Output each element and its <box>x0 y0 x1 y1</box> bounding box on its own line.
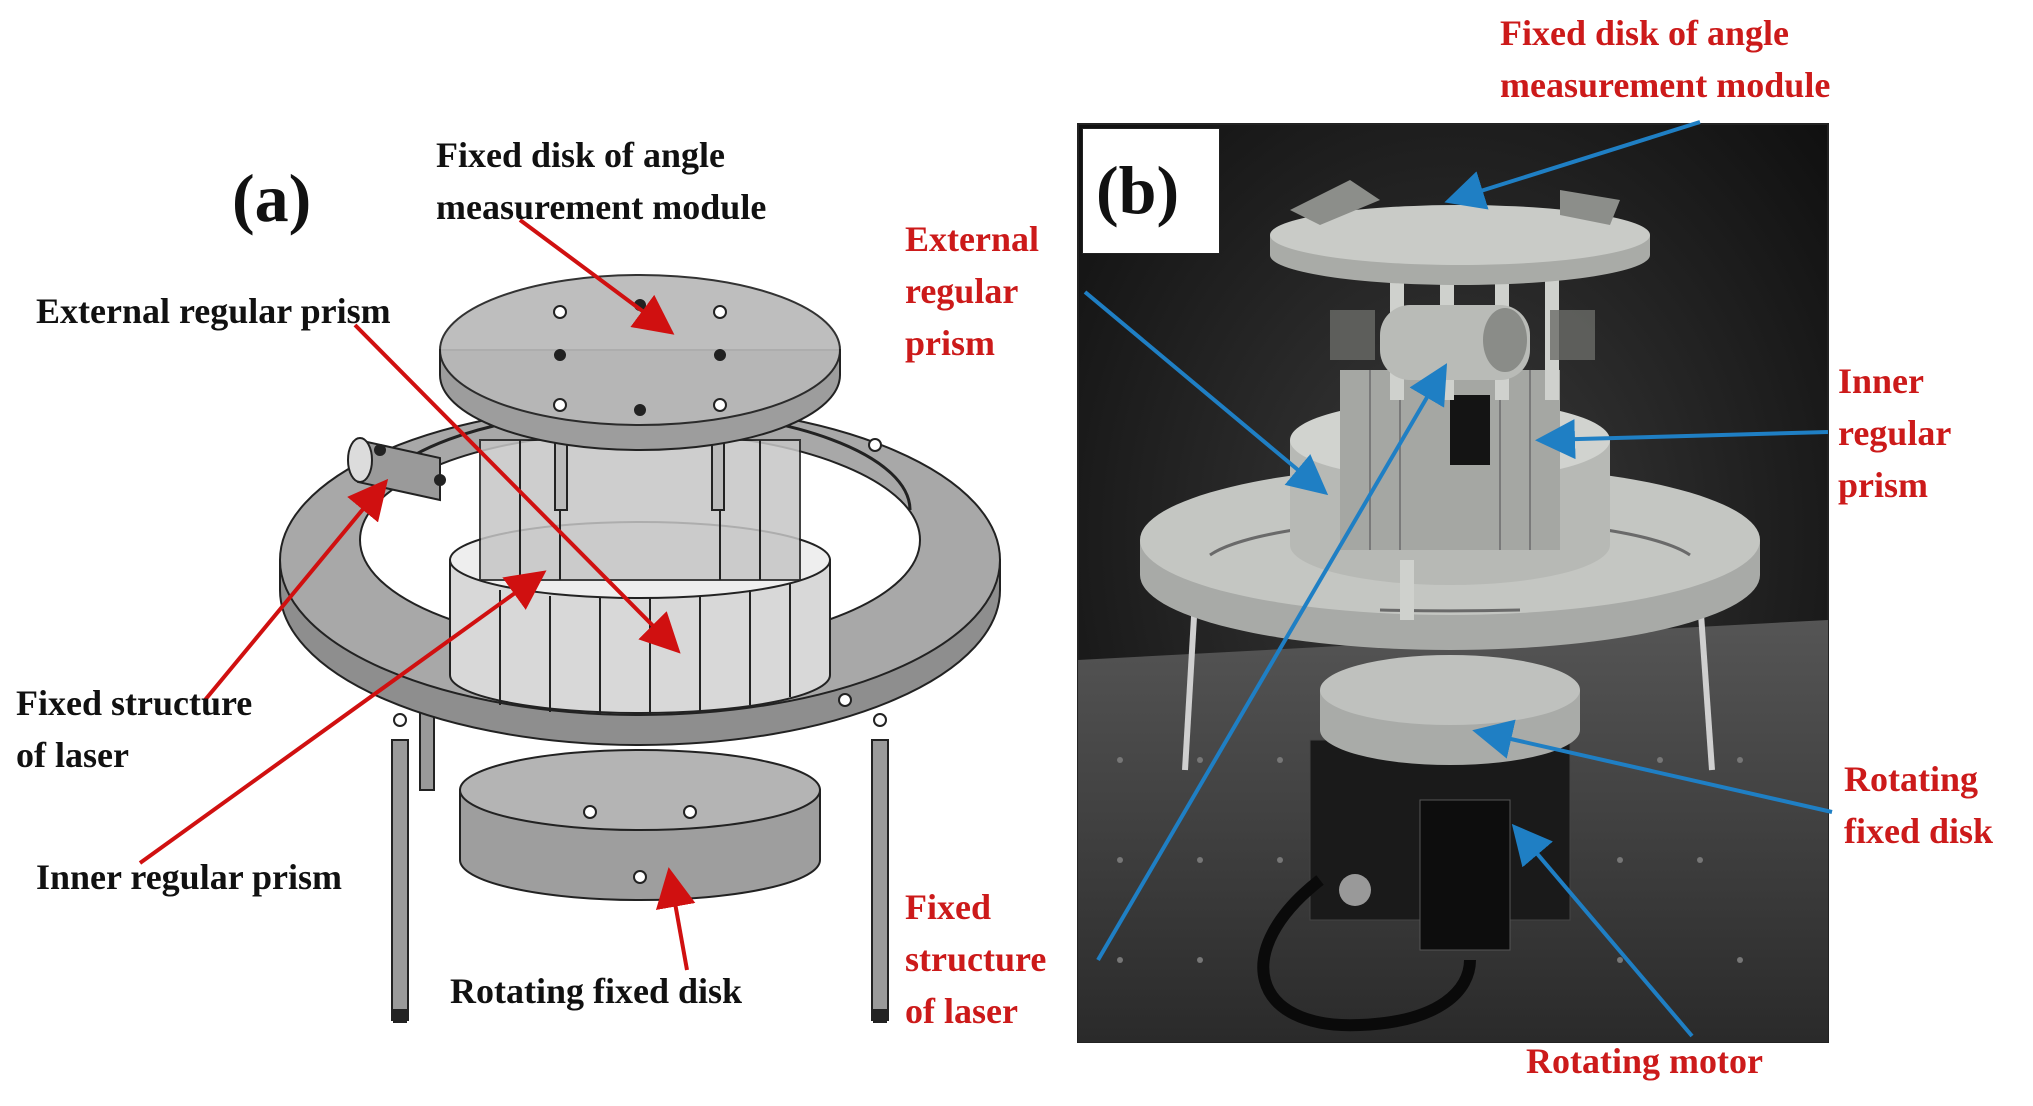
b-label-inner-line2: regular <box>1838 413 1952 453</box>
arrow-a-fixed-structure <box>203 478 389 702</box>
b-label-external-line1: External <box>905 219 1039 259</box>
b-label-fixed-disk-line1: Fixed disk of angle <box>1500 13 1790 53</box>
b-label-fixed-structure-line3: of laser <box>905 991 1018 1031</box>
a-label-fixed-disk-line2: measurement module <box>436 187 767 227</box>
b-label-fixed-structure-line1: Fixed <box>905 887 991 927</box>
arrow-b-fixed-structure <box>1096 363 1448 962</box>
arrow-a-fixed-disk <box>518 218 675 335</box>
arrows-panel-a <box>138 218 696 971</box>
arrows-panel-b <box>1083 120 1833 1038</box>
inner-prism <box>479 439 801 581</box>
top-disk-photo <box>1270 180 1650 285</box>
cad-drawing <box>279 274 1001 1023</box>
arrow-b-inner-prism <box>1535 419 1829 460</box>
a-label-fixed-structure-line2: of laser <box>16 735 129 775</box>
b-label-motor: Rotating motor <box>1526 1041 1763 1081</box>
rotating-disk-photo <box>1320 655 1580 765</box>
panel-b-letter: (b) <box>1096 152 1180 228</box>
b-label-fixed-disk-line2: measurement module <box>1500 65 1831 105</box>
arrow-a-rotating-disk <box>655 867 696 971</box>
arrow-b-motor <box>1511 823 1694 1038</box>
a-label-external-prism: External regular prism <box>36 291 391 331</box>
b-label-inner-line3: prism <box>1838 465 1928 505</box>
b-label-inner-line1: Inner <box>1838 361 1925 401</box>
rotating-fixed-disk <box>459 749 821 901</box>
arrow-b-external-prism <box>1083 290 1329 496</box>
top-fixed-disk <box>439 274 841 451</box>
laser-holder-photo <box>1330 305 1595 380</box>
a-label-fixed-disk-line1: Fixed disk of angle <box>436 135 726 175</box>
panel-b-letter-box <box>1082 128 1220 254</box>
a-label-rotating-disk: Rotating fixed disk <box>450 971 743 1011</box>
b-label-external-line2: regular <box>905 271 1019 311</box>
arrow-b-fixed-disk <box>1444 120 1701 210</box>
photograph <box>1077 123 1829 1043</box>
b-label-rotating-line1: Rotating <box>1844 759 1978 799</box>
b-label-fixed-structure-line2: structure <box>905 939 1047 979</box>
a-label-fixed-structure-line1: Fixed structure <box>16 683 253 723</box>
arrow-b-rotating-disk <box>1472 719 1833 814</box>
arrow-a-external-prism <box>353 323 681 654</box>
b-label-rotating-line2: fixed disk <box>1844 811 1994 851</box>
a-label-inner-prism: Inner regular prism <box>36 857 343 897</box>
panel-a-letter: (a) <box>232 160 312 236</box>
arrow-a-inner-prism <box>138 570 547 865</box>
b-label-external-line3: prism <box>905 323 995 363</box>
